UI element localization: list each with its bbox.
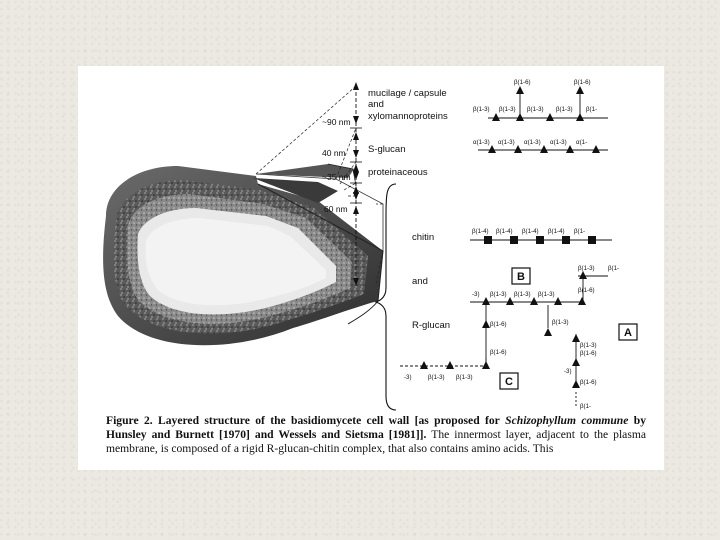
b-linkage-1: -3) — [472, 291, 480, 298]
b-branch-linkage-1: β(1-3) — [578, 265, 595, 272]
b-branch-linkage-2: β(1- — [608, 265, 619, 272]
inner-label-r-glucan: R-glucan — [412, 320, 450, 331]
xylo-linkage-1: β(1-3) — [473, 106, 490, 113]
layer-label-s-glucan: S-glucan — [368, 144, 406, 155]
figure-caption: Figure 2. Layered structure of the basid… — [106, 414, 646, 456]
xylo-branch-linkage-1: β(1-6) — [514, 79, 531, 86]
xylomannoprotein-chain: β(1-6) β(1-6) β(1-3) β(1-3) β(1-3) β(1-3… — [473, 79, 608, 121]
rg-linkage-2: β(1-3) — [552, 319, 569, 326]
a-linkage-4: -3) — [564, 368, 572, 375]
rg-linkage-1: β(1-6) — [490, 321, 507, 328]
sglucan-linkage-2: α(1-3) — [498, 139, 515, 146]
caption-species: Schizophyllum commune — [505, 414, 629, 427]
c-linkage-2: β(1-3) — [428, 374, 445, 381]
layer-label-and: and — [368, 99, 384, 110]
a-linkage-3: β(1-6) — [580, 379, 597, 386]
chitin-linkage-4: β(1-4) — [548, 228, 565, 235]
chitin-linkage-2: β(1-4) — [496, 228, 513, 235]
xylo-linkage-5: β(1- — [586, 106, 597, 113]
c-linkage-3: β(1-3) — [456, 374, 473, 381]
panel-letter-a: A — [624, 327, 632, 339]
a-linkage-5: β(1- — [580, 403, 591, 410]
xylo-linkage-4: β(1-3) — [556, 106, 573, 113]
chitin-linkage-1: β(1-4) — [472, 228, 489, 235]
sglucan-linkage-4: α(1-3) — [550, 139, 567, 146]
b-branch-linkage-3: β(1-6) — [578, 287, 595, 294]
a-linkage-1: β(1-3) — [580, 342, 597, 349]
caption-authors: by Hunsley and Burnett [1970] and Wessel… — [106, 414, 647, 441]
inner-layer-brace — [374, 183, 397, 411]
chitin-linkage-3: β(1-4) — [522, 228, 539, 235]
panel-b-box — [511, 267, 531, 285]
rg-linkage-3: β(1-6) — [490, 349, 507, 356]
layer-thickness-2: 40 nm — [322, 148, 346, 158]
caption-figure-label: Figure 2. Layered structure of the basid… — [106, 414, 500, 427]
xylo-linkage-3: β(1-3) — [527, 106, 544, 113]
layer-thickness-3: ~35 nm — [322, 172, 351, 182]
panel-a-box — [618, 323, 638, 341]
hypha-tube-illustration — [103, 163, 384, 346]
inner-label-chitin: chitin — [412, 232, 434, 243]
b-linkage-4: β(1-3) — [538, 291, 555, 298]
layer-guide-lines — [255, 85, 384, 287]
b-linkage-3: β(1-3) — [514, 291, 531, 298]
panel-letter-c: C — [505, 376, 513, 388]
cell-wall-diagram: ~90 nm 40 nm ~35 nm 60 nm mucilage / cap… — [103, 79, 638, 411]
chitin-linkage-5: β(1- — [574, 228, 585, 235]
figure-panel: ~90 nm 40 nm ~35 nm 60 nm mucilage / cap… — [78, 66, 664, 470]
layer-label-xylomannoproteins: xylomannoproteins — [368, 111, 448, 122]
inner-label-and: and — [412, 276, 428, 287]
c-linkage-1: -3) — [404, 374, 412, 381]
layer-label-mucilage: mucilage / capsule — [368, 88, 447, 99]
layer-thickness-1: ~90 nm — [322, 117, 351, 127]
sglucan-linkage-1: α(1-3) — [473, 139, 490, 146]
sglucan-linkage-3: α(1-3) — [524, 139, 541, 146]
caption-line3: plasma membrane, is composed of a rigid … — [106, 428, 646, 455]
panel-c-box — [499, 372, 519, 390]
thickness-scale — [350, 82, 362, 286]
xylo-linkage-2: β(1-3) — [499, 106, 516, 113]
panel-letter-b: B — [517, 271, 525, 283]
a-linkage-2: β(1-6) — [580, 350, 597, 357]
sglucan-linkage-5: α(1- — [576, 139, 587, 146]
caption-line2-tail: The innermost layer, adjacent to the — [426, 428, 609, 441]
r-glucan-network: B A C β(1-3) β(1- β(1-6) -3) β(1-3) β(1-… — [400, 265, 638, 410]
layer-thickness-4: 60 nm — [324, 204, 348, 214]
s-glucan-chain: α(1-3) α(1-3) α(1-3) α(1-3) α(1- — [473, 139, 608, 153]
chitin-chain: β(1-4) β(1-4) β(1-4) β(1-4) β(1- — [470, 228, 612, 244]
b-linkage-2: β(1-3) — [490, 291, 507, 298]
xylo-branch-linkage-2: β(1-6) — [574, 79, 591, 86]
layer-label-proteinaceous: proteinaceous — [368, 167, 428, 178]
